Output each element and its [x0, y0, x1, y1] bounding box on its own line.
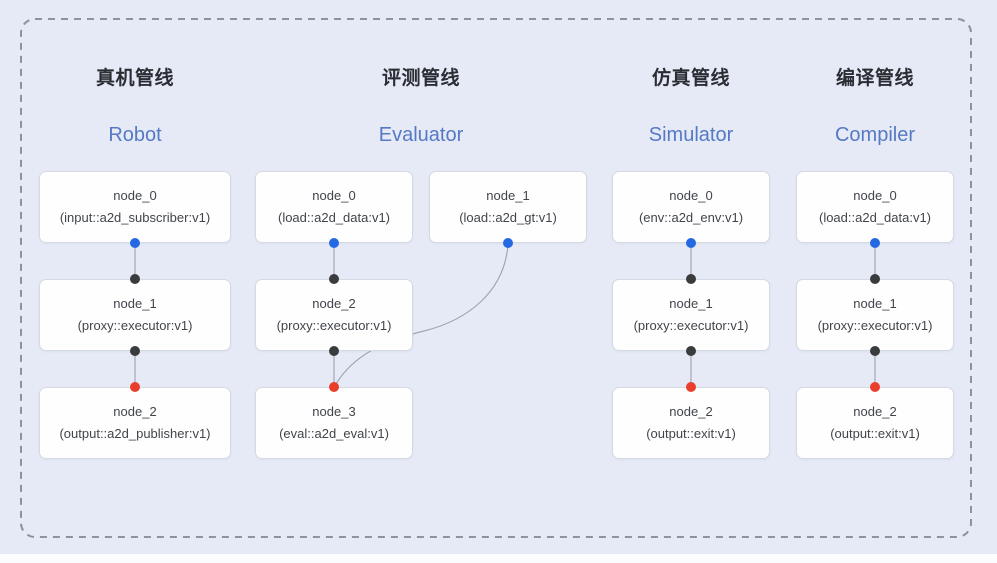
evaluator-title-cn: 评测管线: [381, 68, 460, 89]
port-dot-black: [870, 346, 880, 356]
compiler-node-2: node_2 (output::exit:v1): [796, 387, 954, 459]
node-name: node_1: [486, 188, 530, 203]
evaluator-node-3: node_3 (eval::a2d_eval:v1): [255, 387, 413, 459]
port-dot-black: [870, 274, 880, 284]
simulator-node-1: node_1 (proxy::executor:v1): [612, 279, 770, 351]
bottom-strip: [0, 554, 997, 563]
evaluator-node-1: node_1 (load::a2d_gt:v1): [429, 171, 587, 243]
node-name: node_2: [312, 296, 356, 311]
node-name: node_0: [669, 188, 713, 203]
node-type: (output::exit:v1): [646, 426, 736, 441]
dashed-frame: [20, 18, 972, 538]
node-type: (load::a2d_data:v1): [277, 210, 391, 225]
node-name: node_2: [113, 404, 157, 419]
edge-curve-gt-to-eval: [335, 244, 509, 385]
compiler-title-cn: 编译管线: [835, 68, 914, 89]
node-name: node_2: [853, 404, 897, 419]
node-type: (output::exit:v1): [830, 426, 920, 441]
simulator-node-2: node_2 (output::exit:v1): [612, 387, 770, 459]
robot-node-1: node_1 (proxy::executor:v1): [39, 279, 231, 351]
node-type: (proxy::executor:v1): [77, 318, 193, 333]
node-type: (input::a2d_subscriber:v1): [59, 210, 211, 225]
port-dot-blue: [870, 238, 880, 248]
port-dot-blue: [329, 238, 339, 248]
port-dot-red: [130, 382, 140, 392]
node-name: node_1: [853, 296, 897, 311]
node-type: (proxy::executor:v1): [817, 318, 933, 333]
node-type: (output::a2d_publisher:v1): [59, 426, 211, 441]
compiler-title-en: Compiler: [834, 124, 916, 146]
port-dot-red: [686, 382, 696, 392]
node-name: node_0: [113, 188, 157, 203]
node-type: (load::a2d_data:v1): [818, 210, 932, 225]
port-dot-black: [130, 274, 140, 284]
evaluator-title-en: Evaluator: [378, 124, 464, 146]
compiler-node-0: node_0 (load::a2d_data:v1): [796, 171, 954, 243]
node-name: node_2: [669, 404, 713, 419]
simulator-title-en: Simulator: [648, 124, 734, 146]
robot-title-cn: 真机管线: [95, 68, 174, 89]
evaluator-node-0: node_0 (load::a2d_data:v1): [255, 171, 413, 243]
port-dot-black: [329, 346, 339, 356]
evaluator-node-2: node_2 (proxy::executor:v1): [255, 279, 413, 351]
node-type: (load::a2d_gt:v1): [459, 210, 557, 225]
node-type: (proxy::executor:v1): [633, 318, 749, 333]
node-type: (proxy::executor:v1): [276, 318, 392, 333]
port-dot-black: [686, 274, 696, 284]
simulator-node-0: node_0 (env::a2d_env:v1): [612, 171, 770, 243]
port-dot-black: [130, 346, 140, 356]
simulator-title-cn: 仿真管线: [651, 68, 730, 89]
port-dot-red: [329, 382, 339, 392]
port-dot-black: [686, 346, 696, 356]
compiler-node-1: node_1 (proxy::executor:v1): [796, 279, 954, 351]
port-dot-blue: [503, 238, 513, 248]
robot-node-0: node_0 (input::a2d_subscriber:v1): [39, 171, 231, 243]
robot-title-en: Robot: [108, 124, 162, 146]
node-name: node_0: [312, 188, 356, 203]
port-dot-blue: [686, 238, 696, 248]
robot-node-2: node_2 (output::a2d_publisher:v1): [39, 387, 231, 459]
node-type: (eval::a2d_eval:v1): [279, 426, 389, 441]
node-name: node_1: [669, 296, 713, 311]
node-name: node_0: [853, 188, 897, 203]
port-dot-blue: [130, 238, 140, 248]
node-type: (env::a2d_env:v1): [638, 210, 744, 225]
port-dot-red: [870, 382, 880, 392]
node-name: node_1: [113, 296, 157, 311]
node-name: node_3: [312, 404, 356, 419]
port-dot-black: [329, 274, 339, 284]
